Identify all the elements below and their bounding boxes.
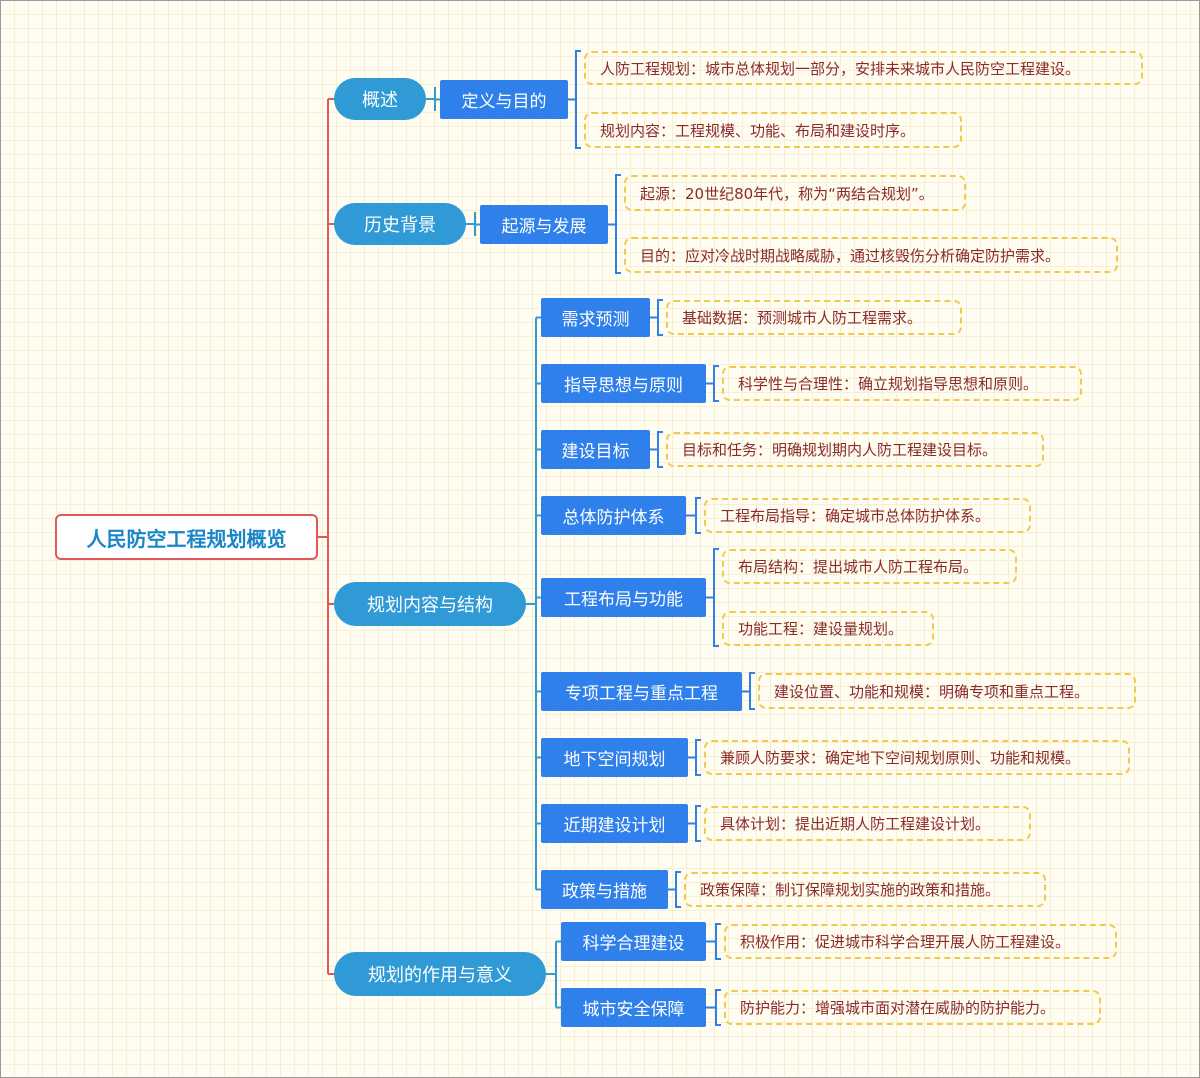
subtopic[interactable]: 政策与措施 bbox=[541, 870, 668, 909]
subtopic[interactable]: 起源与发展 bbox=[480, 205, 608, 244]
subtopic[interactable]: 科学合理建设 bbox=[561, 922, 706, 961]
subtopic[interactable]: 需求预测 bbox=[541, 298, 650, 337]
note-box[interactable]: 科学性与合理性：确立规划指导思想和原则。 bbox=[722, 366, 1082, 401]
root-connector bbox=[318, 98, 334, 975]
note-box[interactable]: 目标和任务：明确规划期内人防工程建设目标。 bbox=[666, 432, 1044, 467]
note-box[interactable]: 建设位置、功能和规模：明确专项和重点工程。 bbox=[758, 673, 1136, 709]
note-box[interactable]: 功能工程：建设量规划。 bbox=[722, 611, 934, 646]
subtopic-bracket bbox=[706, 365, 719, 402]
note-box[interactable]: 积极作用：促进城市科学合理开展人防工程建设。 bbox=[724, 924, 1117, 959]
subtopic-bracket bbox=[668, 871, 681, 908]
note-box[interactable]: 防护能力：增强城市面对潜在威胁的防护能力。 bbox=[724, 990, 1101, 1025]
branch-brace bbox=[426, 87, 440, 111]
subtopic-bracket bbox=[706, 923, 721, 960]
subtopic[interactable]: 城市安全保障 bbox=[561, 988, 706, 1027]
subtopic-bracket bbox=[688, 805, 701, 842]
subtopic-bracket bbox=[688, 739, 701, 776]
note-box[interactable]: 起源：20世纪80年代，称为“两结合规划”。 bbox=[624, 175, 966, 211]
subtopic-bracket bbox=[650, 299, 663, 336]
branch-topic[interactable]: 规划的作用与意义 bbox=[334, 952, 546, 996]
branch-brace bbox=[526, 316, 541, 891]
note-box[interactable]: 工程布局指导：确定城市总体防护体系。 bbox=[704, 498, 1031, 533]
branch-brace bbox=[466, 212, 480, 236]
root-topic[interactable]: 人民防空工程规划概览 bbox=[55, 514, 318, 560]
note-box[interactable]: 政策保障：制订保障规划实施的政策和措施。 bbox=[684, 872, 1046, 907]
note-box[interactable]: 具体计划：提出近期人防工程建设计划。 bbox=[704, 806, 1031, 841]
subtopic-bracket bbox=[568, 50, 581, 149]
subtopic[interactable]: 定义与目的 bbox=[440, 80, 568, 119]
subtopic[interactable]: 地下空间规划 bbox=[541, 738, 688, 777]
branch-topic[interactable]: 历史背景 bbox=[334, 203, 466, 245]
subtopic-bracket bbox=[608, 174, 621, 274]
note-box[interactable]: 目的：应对冷战时期战略威胁，通过核毁伤分析确定防护需求。 bbox=[624, 237, 1118, 273]
branch-topic[interactable]: 概述 bbox=[334, 78, 426, 120]
subtopic[interactable]: 近期建设计划 bbox=[541, 804, 688, 843]
note-box[interactable]: 布局结构：提出城市人防工程布局。 bbox=[722, 549, 1017, 584]
subtopic-bracket bbox=[686, 497, 701, 534]
note-box[interactable]: 规划内容：工程规模、功能、布局和建设时序。 bbox=[584, 112, 962, 148]
branch-brace bbox=[546, 940, 561, 1009]
note-box[interactable]: 兼顾人防要求：确定地下空间规划原则、功能和规模。 bbox=[704, 740, 1130, 775]
subtopic-bracket bbox=[650, 431, 663, 468]
subtopic[interactable]: 指导思想与原则 bbox=[541, 364, 706, 403]
branch-topic[interactable]: 规划内容与结构 bbox=[334, 582, 526, 626]
subtopic[interactable]: 工程布局与功能 bbox=[541, 578, 706, 617]
subtopic-bracket bbox=[742, 672, 755, 710]
note-box[interactable]: 基础数据：预测城市人防工程需求。 bbox=[666, 300, 962, 335]
subtopic[interactable]: 专项工程与重点工程 bbox=[541, 672, 742, 711]
note-box[interactable]: 人防工程规划：城市总体规划一部分，安排未来城市人民防空工程建设。 bbox=[584, 51, 1143, 85]
subtopic[interactable]: 建设目标 bbox=[541, 430, 650, 469]
subtopic-bracket bbox=[706, 548, 719, 647]
subtopic[interactable]: 总体防护体系 bbox=[541, 496, 686, 535]
subtopic-bracket bbox=[706, 989, 721, 1026]
